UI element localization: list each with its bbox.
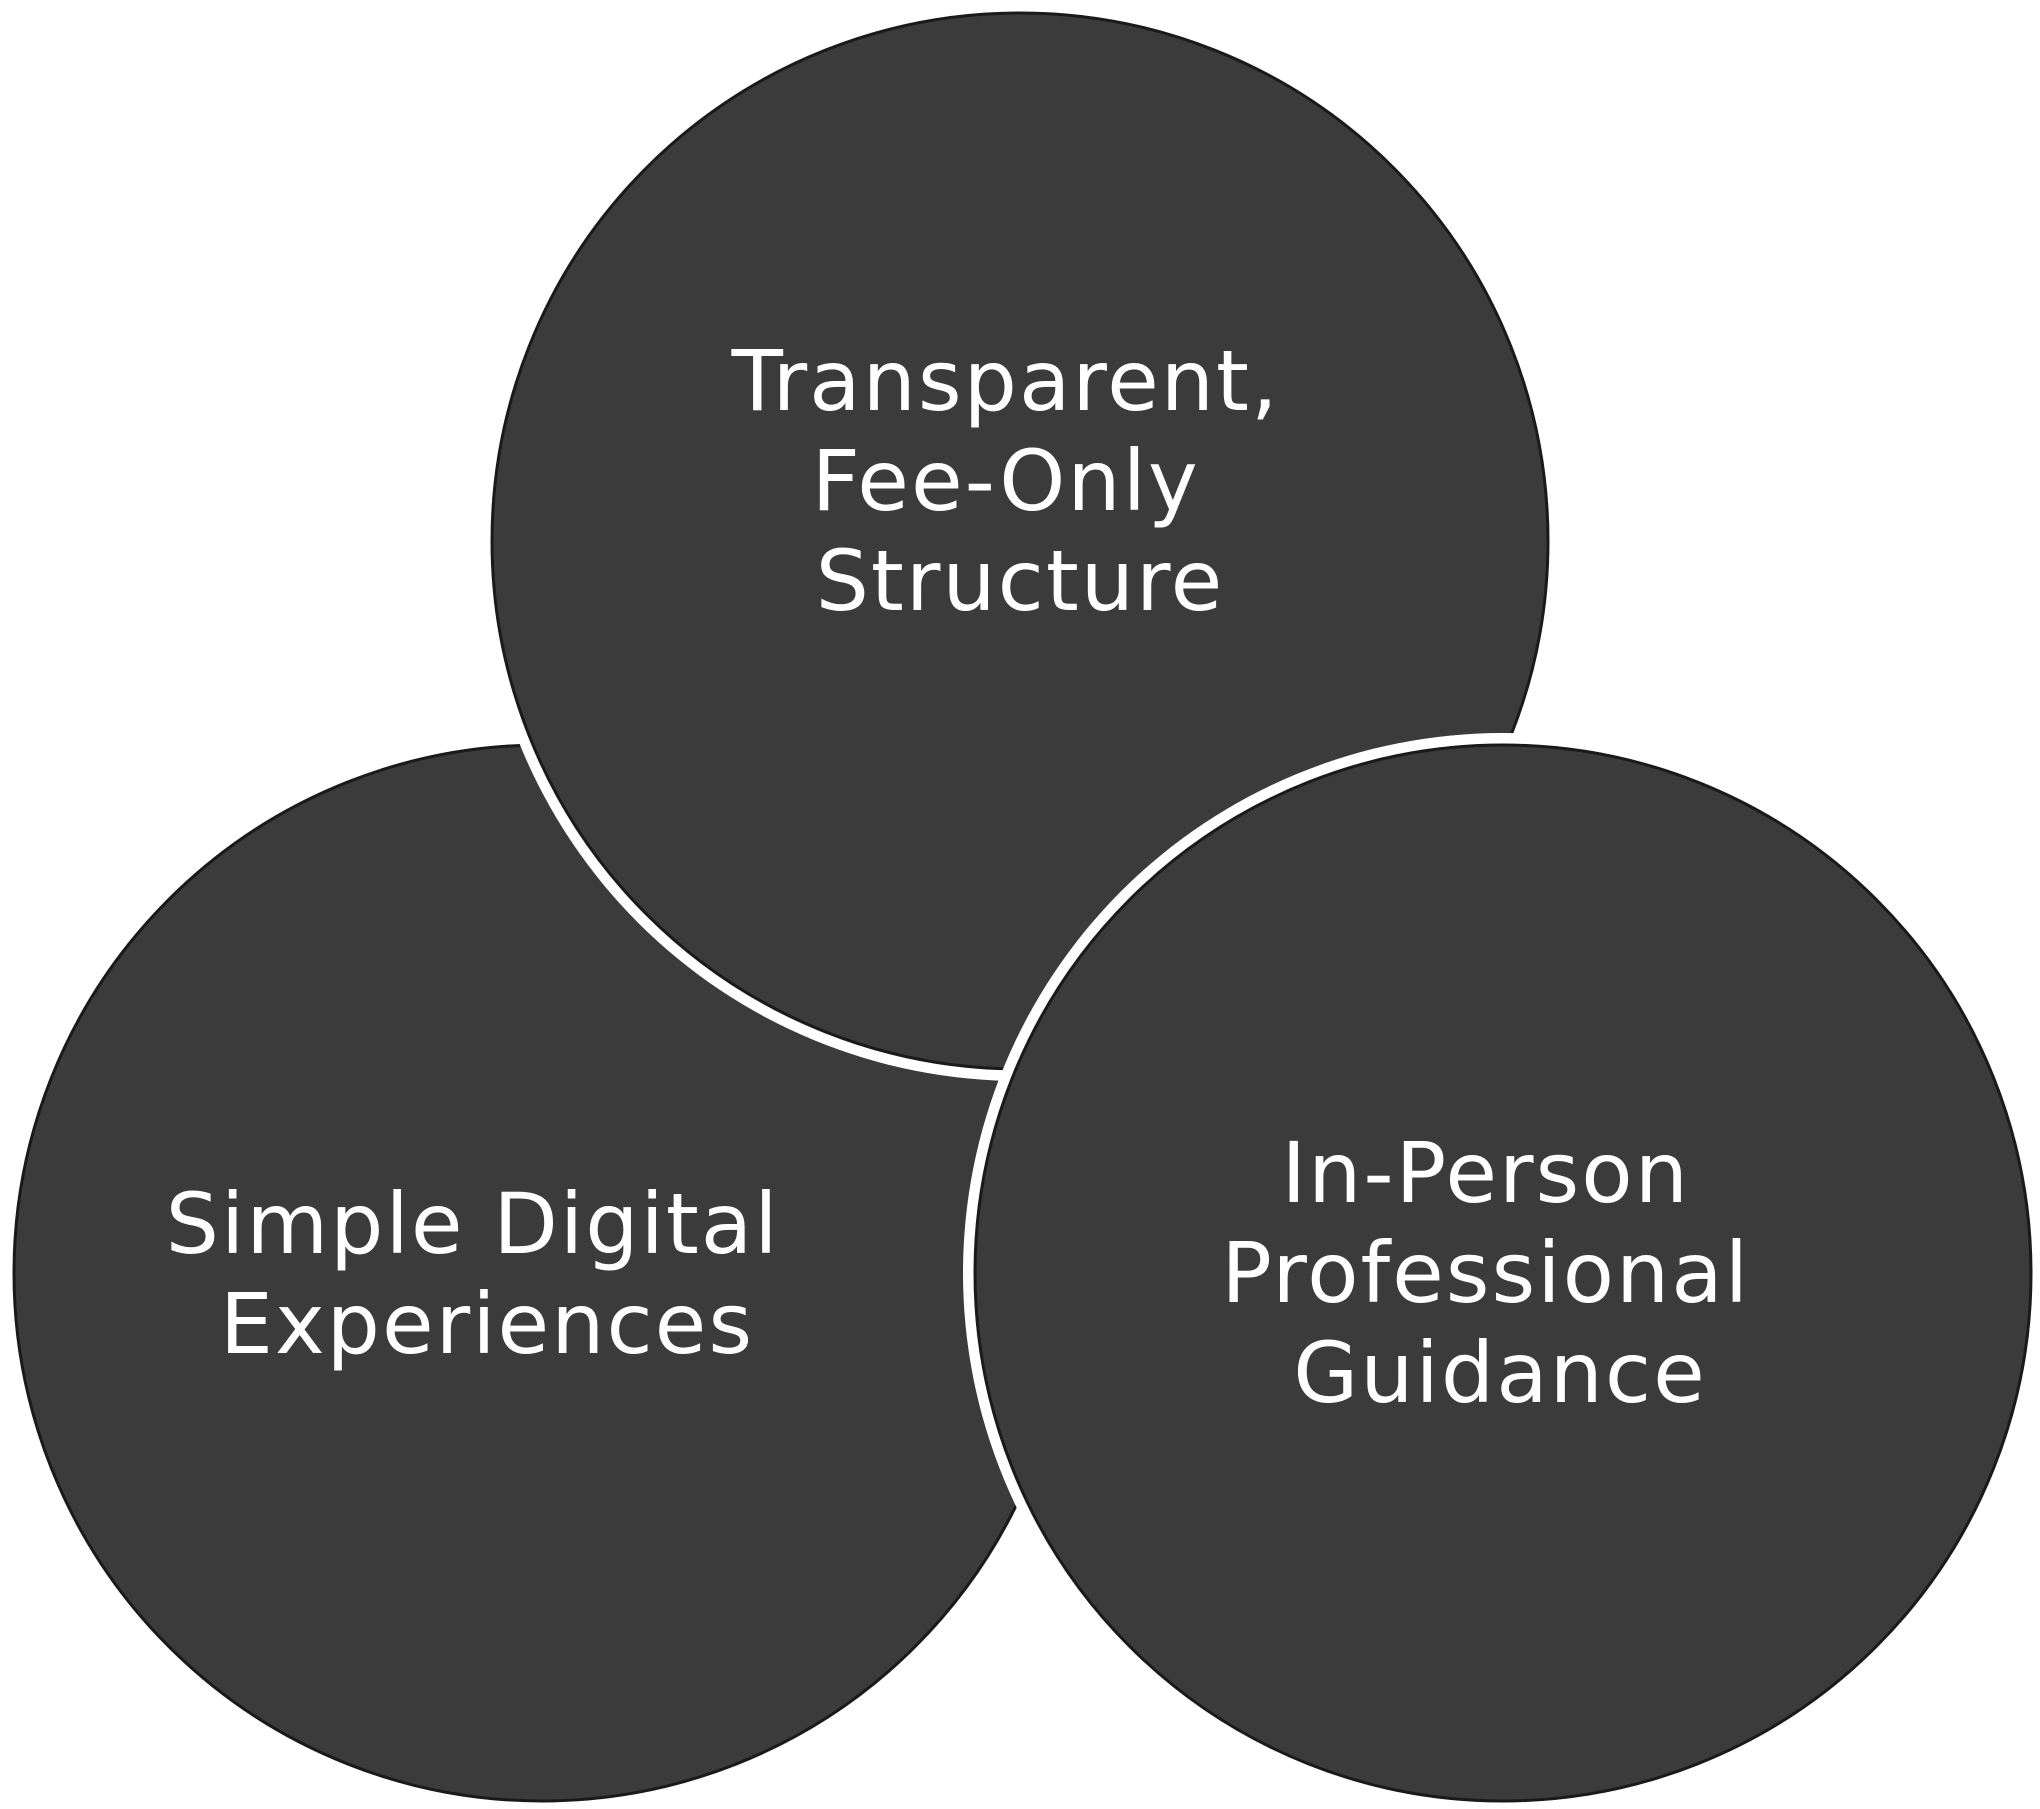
- circle-in-person-professional-guidance: [973, 743, 2033, 1803]
- label-line: Transparent,: [731, 332, 1280, 430]
- label-line: Simple Digital: [166, 1175, 780, 1273]
- label-line: Structure: [816, 532, 1225, 630]
- label-line: Experiences: [220, 1275, 754, 1373]
- label-line: Professional: [1221, 1224, 1750, 1322]
- label-transparent-fee-only-structure: Transparent, Fee-Only Structure: [731, 332, 1309, 630]
- label-line: Guidance: [1293, 1324, 1707, 1422]
- label-simple-digital-experiences: Simple Digital Experiences: [166, 1175, 809, 1373]
- label-line: In-Person: [1281, 1124, 1690, 1222]
- label-in-person-professional-guidance: In-Person Professional Guidance: [1221, 1124, 1779, 1422]
- label-line: Fee-Only: [812, 432, 1200, 530]
